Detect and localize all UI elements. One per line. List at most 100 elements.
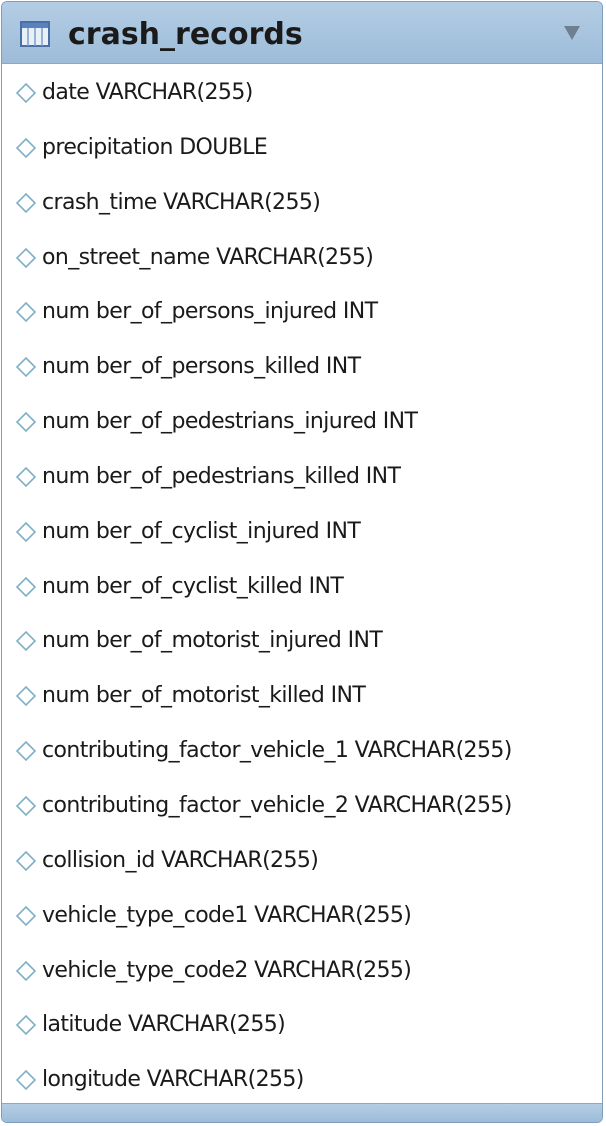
column-diamond-icon	[15, 1015, 37, 1036]
column-type: INT	[308, 573, 344, 599]
column-type: VARCHAR(255)	[254, 957, 412, 983]
column-diamond-icon	[15, 740, 37, 762]
column-list: date VARCHAR(255) precipitation DOUBLE cra…	[2, 66, 602, 1108]
column-diamond-icon	[15, 357, 37, 378]
column-type: VARCHAR(255)	[254, 902, 412, 928]
column-name: num ber_of_pedestrians_killed	[42, 463, 360, 489]
collapse-arrow-icon[interactable]	[562, 24, 582, 42]
column-name: date	[42, 80, 90, 105]
column-diamond-icon	[15, 82, 37, 104]
column-row[interactable]: latitude VARCHAR(255)	[2, 998, 602, 1053]
column-definition: latitude VARCHAR(255)	[42, 1008, 286, 1042]
column-definition: precipitation DOUBLE	[42, 131, 268, 165]
column-name: num ber_of_motorist_injured	[42, 628, 342, 654]
column-name: latitude	[42, 1012, 122, 1038]
column-definition: collision_id VARCHAR(255)	[42, 844, 319, 878]
column-name: vehicle_type_code1	[42, 902, 248, 928]
table-header[interactable]: crash_records	[2, 2, 602, 64]
column-row[interactable]: vehicle_type_code1 VARCHAR(255)	[2, 889, 602, 944]
column-type: VARCHAR(255)	[216, 244, 374, 270]
column-diamond-icon	[15, 905, 37, 926]
column-definition: date VARCHAR(255)	[42, 76, 253, 110]
column-diamond-icon	[15, 850, 37, 871]
column-row[interactable]: longitude VARCHAR(255)	[2, 1053, 602, 1108]
column-type: DOUBLE	[179, 134, 268, 160]
column-diamond-icon	[15, 686, 37, 707]
column-definition: longitude VARCHAR(255)	[42, 1063, 304, 1097]
column-name: contributing_factor_vehicle_1	[42, 738, 349, 764]
column-name: num ber_of_motorist_killed	[42, 683, 325, 709]
column-definition: num ber_of_persons_injured INT	[42, 295, 378, 329]
column-name: vehicle_type_code2	[42, 957, 248, 983]
column-type: INT	[365, 463, 401, 489]
column-definition: num ber_of_pedestrians_killed INT	[42, 460, 401, 494]
column-row[interactable]: num ber_of_persons_killed INT	[2, 340, 602, 395]
column-row[interactable]: num ber_of_pedestrians_injured INT	[2, 395, 602, 450]
column-row[interactable]: num ber_of_motorist_killed INT	[2, 669, 602, 724]
column-name: longitude	[42, 1067, 141, 1093]
column-name: precipitation	[42, 134, 173, 160]
column-name: num ber_of_cyclist_killed	[42, 573, 303, 599]
column-diamond-icon	[15, 137, 37, 158]
column-name: num ber_of_cyclist_injured	[42, 518, 320, 544]
column-type: VARCHAR(255)	[95, 80, 254, 105]
column-name: num ber_of_persons_injured	[42, 299, 337, 325]
column-type: INT	[330, 683, 366, 709]
column-diamond-icon	[15, 1070, 37, 1091]
column-definition: contributing_factor_vehicle_2 VARCHAR(25…	[42, 789, 512, 823]
column-diamond-icon	[15, 795, 37, 817]
column-type: INT	[347, 628, 383, 654]
column-row[interactable]: contributing_factor_vehicle_2 VARCHAR(25…	[2, 779, 602, 834]
column-diamond-icon	[15, 411, 37, 433]
column-definition: crash_time VARCHAR(255)	[42, 186, 321, 220]
column-row[interactable]: num ber_of_persons_injured INT	[2, 285, 602, 340]
column-row[interactable]: num ber_of_cyclist_killed INT	[2, 560, 602, 615]
column-diamond-icon	[15, 631, 37, 652]
column-type: INT	[342, 299, 378, 325]
table-footer	[2, 1103, 602, 1122]
column-row[interactable]: contributing_factor_vehicle_1 VARCHAR(25…	[2, 724, 602, 779]
column-definition: num ber_of_motorist_injured INT	[42, 624, 383, 658]
column-row[interactable]: num ber_of_cyclist_injured INT	[2, 505, 602, 560]
column-row[interactable]: vehicle_type_code2 VARCHAR(255)	[2, 944, 602, 999]
column-type: VARCHAR(255)	[163, 189, 321, 215]
column-type: VARCHAR(255)	[354, 792, 513, 818]
column-row[interactable]: date VARCHAR(255)	[2, 66, 602, 121]
column-definition: num ber_of_cyclist_killed INT	[42, 570, 344, 604]
column-name: collision_id	[42, 847, 155, 873]
column-type: INT	[325, 354, 361, 380]
column-type: VARCHAR(255)	[161, 847, 319, 873]
column-type: INT	[325, 518, 361, 544]
column-diamond-icon	[15, 192, 37, 213]
column-name: contributing_factor_vehicle_2	[42, 792, 349, 818]
column-definition: num ber_of_pedestrians_injured INT	[42, 405, 418, 439]
column-name: num ber_of_persons_killed	[42, 354, 320, 380]
column-definition: on_street_name VARCHAR(255)	[42, 241, 374, 275]
column-definition: contributing_factor_vehicle_1 VARCHAR(25…	[42, 734, 512, 768]
column-definition: num ber_of_cyclist_injured INT	[42, 515, 361, 549]
column-definition: num ber_of_persons_killed INT	[42, 350, 361, 384]
column-name: crash_time	[42, 189, 157, 215]
column-diamond-icon	[15, 576, 37, 597]
column-row[interactable]: num ber_of_pedestrians_killed INT	[2, 450, 602, 505]
column-diamond-icon	[15, 960, 37, 981]
column-row[interactable]: precipitation DOUBLE	[2, 121, 602, 176]
column-definition: num ber_of_motorist_killed INT	[42, 679, 366, 713]
column-row[interactable]: on_street_name VARCHAR(255)	[2, 231, 602, 286]
column-name: on_street_name	[42, 244, 210, 270]
table-icon	[20, 21, 50, 47]
column-diamond-icon	[15, 247, 37, 268]
column-row[interactable]: crash_time VARCHAR(255)	[2, 176, 602, 231]
column-type: VARCHAR(255)	[354, 738, 513, 764]
column-row[interactable]: collision_id VARCHAR(255)	[2, 834, 602, 889]
column-row[interactable]: num ber_of_motorist_injured INT	[2, 614, 602, 669]
column-type: INT	[382, 409, 418, 435]
column-diamond-icon	[15, 521, 37, 542]
column-type: VARCHAR(255)	[128, 1012, 286, 1038]
table-name: crash_records	[68, 17, 303, 52]
column-type: VARCHAR(255)	[146, 1067, 305, 1093]
column-definition: vehicle_type_code2 VARCHAR(255)	[42, 954, 412, 988]
column-diamond-icon	[15, 302, 37, 323]
column-name: num ber_of_pedestrians_injured	[42, 409, 377, 435]
